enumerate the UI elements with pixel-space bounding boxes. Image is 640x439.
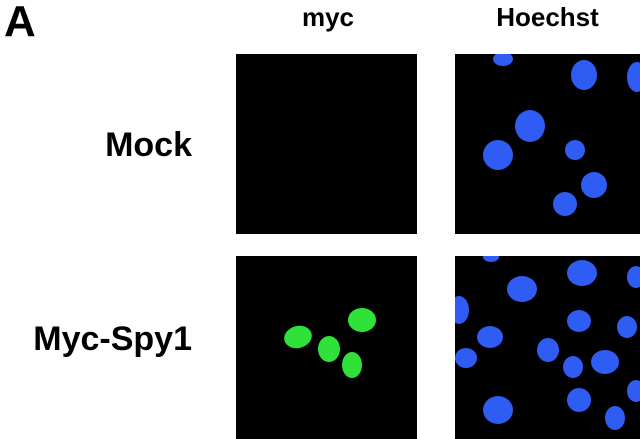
panel-label: A	[4, 0, 36, 46]
column-label-myc: myc	[301, 2, 355, 32]
nucleus	[627, 266, 640, 288]
nucleus	[318, 336, 340, 362]
nucleus	[617, 316, 637, 338]
nucleus	[507, 276, 537, 302]
nucleus	[342, 352, 362, 378]
nucleus	[483, 396, 513, 424]
nucleus	[627, 62, 640, 92]
nucleus	[567, 388, 591, 412]
nucleus	[567, 260, 597, 286]
nucleus	[493, 54, 513, 66]
row-label-mock: Mock	[105, 126, 192, 164]
image-mock-myc	[236, 54, 417, 234]
nucleus	[567, 310, 591, 332]
image-myc-spy1-hoechst	[455, 256, 640, 439]
image-myc-spy1-myc	[236, 256, 417, 439]
nucleus	[483, 256, 499, 262]
nucleus	[455, 296, 469, 324]
image-mock-hoechst	[455, 54, 640, 234]
nucleus	[553, 192, 577, 216]
nucleus	[537, 338, 559, 362]
nucleus	[591, 350, 619, 374]
nucleus	[281, 322, 315, 352]
row-label-myc-spy1: Myc-Spy1	[33, 320, 192, 358]
nucleus	[348, 308, 376, 332]
nucleus	[477, 326, 503, 348]
nucleus	[455, 348, 477, 368]
column-label-hoechst: Hoechst	[496, 2, 599, 32]
nucleus	[627, 380, 640, 402]
nucleus	[483, 140, 513, 170]
nucleus	[581, 172, 607, 198]
nucleus	[605, 406, 625, 430]
nucleus	[571, 60, 597, 90]
nucleus	[515, 110, 545, 142]
nucleus	[565, 140, 585, 160]
nucleus	[563, 356, 583, 378]
